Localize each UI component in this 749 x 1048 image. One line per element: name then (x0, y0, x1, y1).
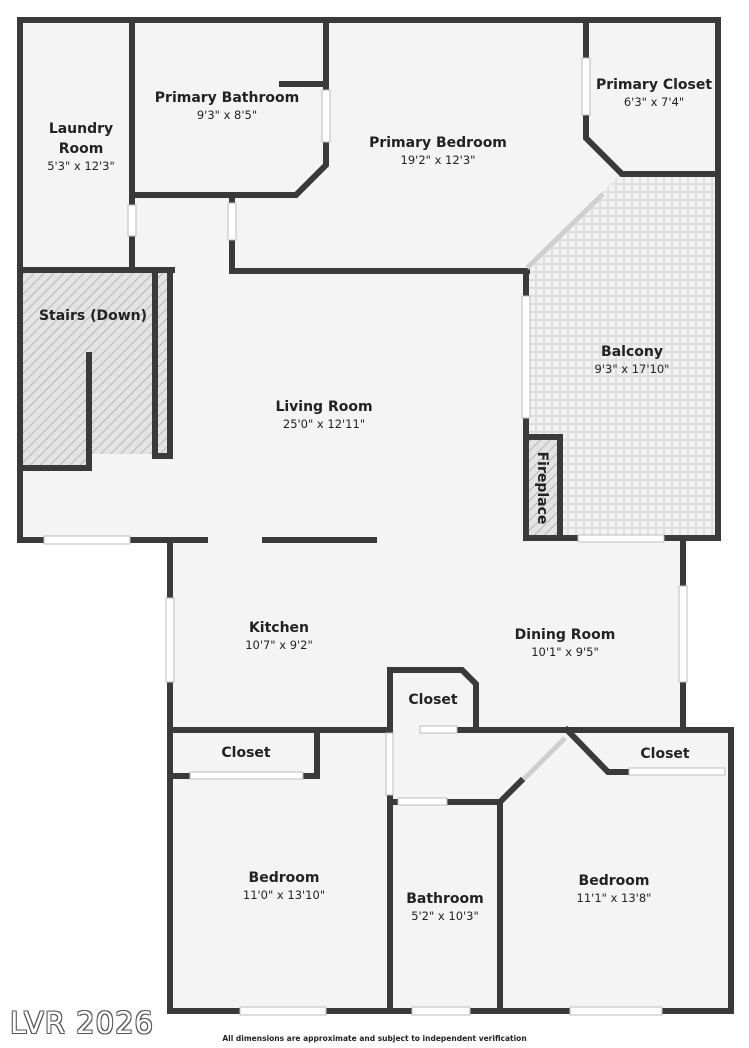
laundry-room-name-1: Laundry (49, 121, 113, 137)
room-labels: Laundry Room 5'3" x 12'3" Primary Bathro… (39, 77, 712, 923)
hall-closet-name: Closet (408, 692, 458, 708)
laundry-room-name-2: Room (59, 141, 104, 157)
balcony-floor (527, 174, 716, 538)
primary-bedroom-dim: 19'2" x 12'3" (401, 153, 476, 167)
disclaimer: All dimensions are approximate and subje… (222, 1034, 527, 1043)
primary-bedroom-name: Primary Bedroom (369, 135, 507, 151)
bathroom-name: Bathroom (406, 891, 484, 907)
bedroom-right-closet-name: Closet (640, 746, 690, 762)
living-room-name: Living Room (275, 399, 372, 415)
kitchen-name: Kitchen (249, 620, 309, 636)
balcony-name: Balcony (601, 344, 663, 360)
primary-closet-dim: 6'3" x 7'4" (624, 95, 684, 109)
fireplace-name: Fireplace (534, 452, 550, 525)
door-openings (522, 192, 605, 781)
bedroom-left-dim: 11'0" x 13'10" (243, 888, 325, 902)
primary-bathroom-name: Primary Bathroom (155, 90, 299, 106)
bedroom-right-dim: 11'1" x 13'8" (577, 891, 652, 905)
primary-bathroom-dim: 9'3" x 8'5" (197, 108, 257, 122)
primary-closet-name: Primary Closet (596, 77, 712, 93)
dining-room-name: Dining Room (515, 627, 616, 643)
dining-room-dim: 10'1" x 9'5" (531, 645, 599, 659)
fireplace-hatch (527, 437, 559, 537)
bedroom-right-name: Bedroom (579, 873, 650, 889)
balcony-dim: 9'3" x 17'10" (595, 362, 670, 376)
laundry-room-dim: 5'3" x 12'3" (47, 159, 115, 173)
living-room-dim: 25'0" x 12'11" (283, 417, 365, 431)
windows-doors (43, 57, 726, 1016)
bedroom-left-name: Bedroom (249, 870, 320, 886)
kitchen-dim: 10'7" x 9'2" (245, 638, 313, 652)
watermark: LVR 2026 (10, 1006, 154, 1040)
stairs-name: Stairs (Down) (39, 308, 147, 324)
bedroom-left-closet-name: Closet (221, 745, 271, 761)
walls (17, 17, 734, 1014)
bathroom-dim: 5'2" x 10'3" (411, 909, 479, 923)
